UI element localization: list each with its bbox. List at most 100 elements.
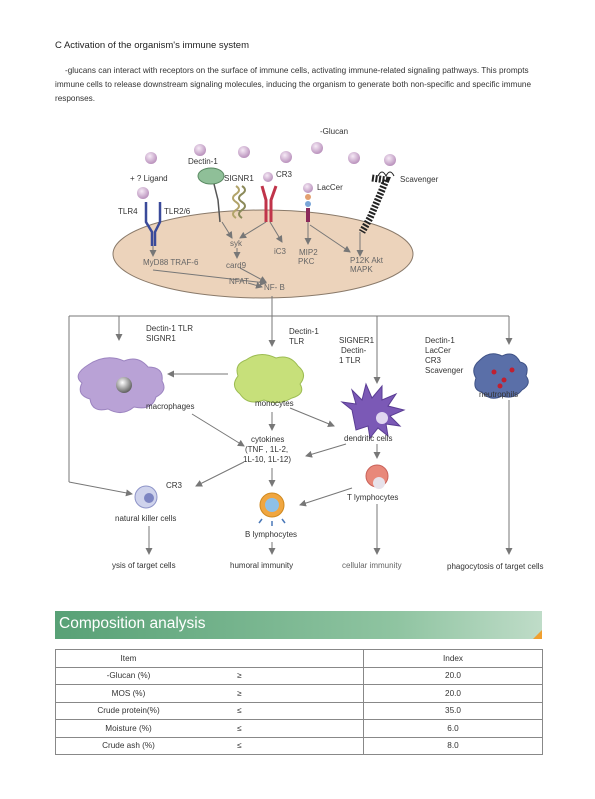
dectin1-label: Dectin-1 [188,157,218,166]
neu-receptors-1: Dectin-1 [425,336,455,345]
signr1-receptor [232,185,246,219]
row-value: 20.0 [363,684,543,703]
laccer-receptor [305,194,311,222]
glucan-bead [194,144,206,156]
banner-corner-accent [533,630,542,639]
glucan-bead [303,183,313,193]
tlr4-label: TLR4 [118,207,138,216]
immune-activation-diagram: -Glucan + ? Ligand TLR4 TLR2/6 Dectin-1 … [68,127,544,571]
header-index: Index [363,649,543,668]
lysis-outcome: ysis of target cells [112,561,176,570]
row-value: 20.0 [363,666,543,685]
row-value: 6.0 [363,719,543,738]
row-value: 8.0 [363,736,543,755]
nfb-label: NF- B [264,283,285,292]
row-item: -Glucan (%) [55,666,201,685]
tlr26-label: TLR2/6 [164,207,191,216]
cr3-receptor [260,185,278,222]
glucan-beads [137,142,396,199]
dendritic-label: dendritic cells [344,434,392,443]
header-item: Item [55,649,201,668]
phago-outcome: phagocytosis of target cells [447,562,544,571]
composition-banner: Composition analysis [55,611,542,639]
glucan-bead [145,152,157,164]
cytokines-label-2: (TNF , 1L-2, [245,445,288,454]
monocytes-label: monocytes [255,399,294,408]
card9-label: card9 [226,261,247,270]
glucan-bead [384,154,396,166]
dc-receptors-1: SIGNER1 [339,336,375,345]
row-operator: ≤ [201,701,364,720]
glucan-label: -Glucan [320,127,348,136]
scavenger-receptor [358,171,395,234]
t-lymphocyte-cell [365,464,389,489]
table-row: -Glucan (%) ≥ 20.0 [55,666,543,685]
neutrophil-cell [473,353,529,399]
p12k-label: P12K Akt [350,256,384,265]
monocyte-cell [234,354,304,404]
row-value: 35.0 [363,701,543,720]
b-lymphocytes-label: B lymphocytes [245,530,297,539]
nk-cr3-label: CR3 [166,481,183,490]
outcome-arrows [145,400,513,555]
b-lymphocyte-cell [258,492,286,526]
pkc-label: PKC [298,257,315,266]
table-row: Crude protein(%) ≤ 35.0 [55,701,543,720]
neu-receptors-3: CR3 [425,356,442,365]
glucan-bead [263,172,273,182]
scavenger-label: Scavenger [400,175,439,184]
row-item: Crude ash (%) [55,736,201,755]
cellular-outcome: cellular immunity [342,561,402,570]
neu-receptors-2: LacCer [425,346,451,355]
header-blank [201,649,364,668]
humoral-outcome: humoral immunity [230,561,293,570]
intro-paragraph: -glucans can interact with receptors on … [55,66,532,103]
t-lymphocytes-label: T lymphocytes [347,493,398,502]
row-operator: ≤ [201,736,364,755]
myd88-label: MyD88 TRAF-6 [143,258,199,267]
mono-receptors-1: Dectin-1 [289,327,319,336]
macrophages-label: macrophages [146,402,194,411]
table-row: Moisture (%) ≤ 6.0 [55,719,543,738]
composition-table: Item Index -Glucan (%) ≥ 20.0 MOS (%) ≥ … [55,649,543,755]
table-row: MOS (%) ≥ 20.0 [55,684,543,703]
mono-receptors-2: TLR [289,337,304,346]
syk-label: syk [230,239,243,248]
branch-lines [68,296,509,482]
row-item: MOS (%) [55,684,201,703]
nk-cells-label: natural killer cells [115,514,176,523]
glucan-bead [137,187,149,199]
nk-cell [134,485,158,509]
ligand-label: + ? Ligand [130,174,168,183]
dendritic-cell [340,382,406,440]
row-operator: ≤ [201,719,364,738]
row-operator: ≥ [201,684,364,703]
cytokine-arrows [191,407,381,507]
neu-receptors-4: Scavenger [425,366,464,375]
mac-receptors-2: SIGNR1 [146,334,176,343]
cytokines-label-3: 1L-10, 1L-12) [243,455,291,464]
branch-arrows [68,316,513,497]
mac-receptors-1: Dectin-1 TLR [146,324,193,333]
macrophage-cell [77,357,165,413]
glucan-bead [280,151,292,163]
cytokines-label-1: cytokines [251,435,284,444]
glucan-bead [238,146,250,158]
glucan-bead [348,152,360,164]
cr3-label: CR3 [276,170,293,179]
row-item: Crude protein(%) [55,701,201,720]
laccer-label: LacCer [317,183,343,192]
cell-body [112,209,414,299]
ic3-label: iC3 [274,247,287,256]
section-title: C Activation of the organism's immune sy… [55,40,249,51]
neutrophils-label: neutrophils [479,390,518,399]
signal-arrows [149,221,364,289]
table-header-row: Item Index [55,649,543,668]
dc-receptors-3: 1 TLR [339,356,361,365]
row-operator: ≥ [201,666,364,685]
table-row: Crude ash (%) ≤ 8.0 [55,736,543,755]
mip2-label: MIP2 [299,248,318,257]
mapk-label: MAPK [350,265,373,274]
signr1-label: SIGNR1 [224,174,254,183]
row-item: Moisture (%) [55,719,201,738]
